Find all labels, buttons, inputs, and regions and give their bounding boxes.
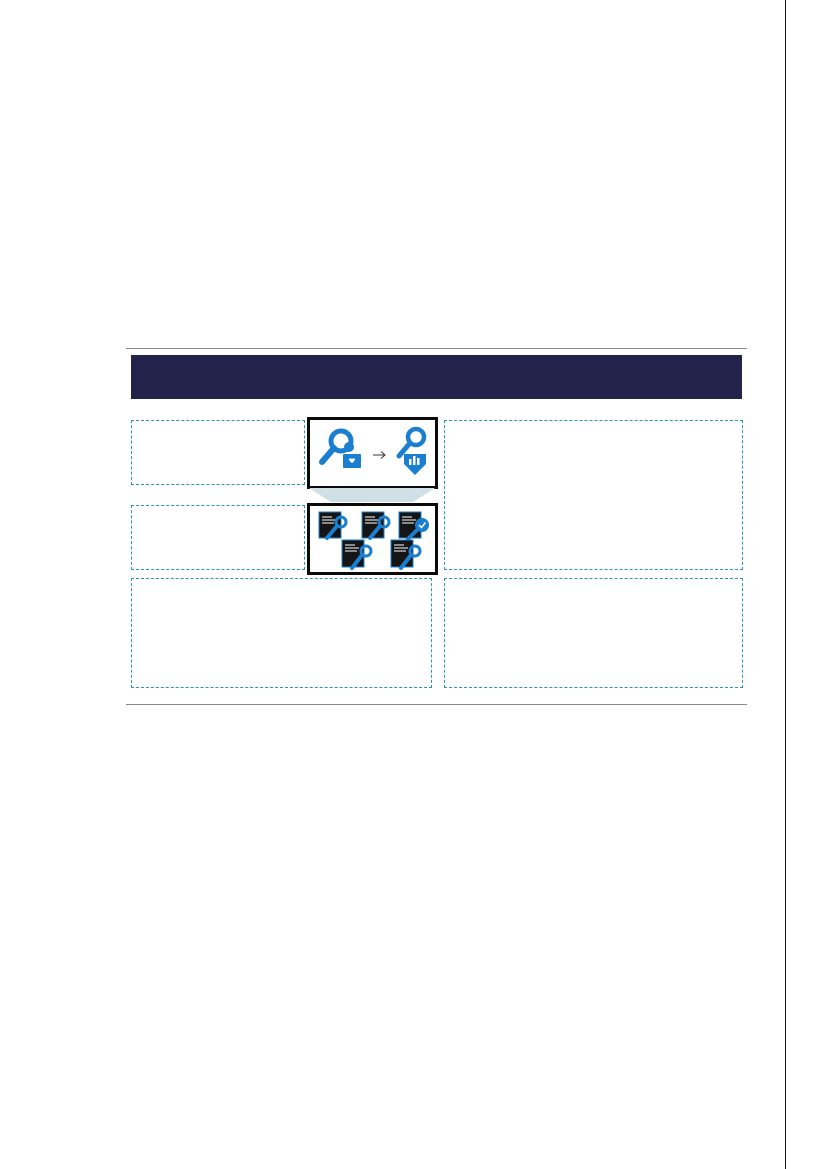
magnifier-person-heart-icon xyxy=(319,428,361,468)
text-box-top-left xyxy=(131,420,305,485)
text-box-mid-left xyxy=(131,505,305,570)
magnifier-location-pin-icon xyxy=(396,426,427,475)
bottom-rule xyxy=(126,704,747,705)
funnel-connector xyxy=(309,488,435,502)
page-edge-line xyxy=(785,0,786,1169)
arrow-right-icon xyxy=(373,451,386,459)
document-key-badge-icon xyxy=(398,511,429,541)
document-key-icon xyxy=(318,511,348,540)
illustration-frame-bottom xyxy=(307,503,438,575)
document-key-icon xyxy=(341,539,373,570)
illustration-frame-top xyxy=(307,417,438,489)
text-box-right-tall xyxy=(444,420,743,570)
text-box-bottom-right xyxy=(444,578,743,688)
document-key-icon xyxy=(361,511,391,540)
section-header xyxy=(131,355,742,399)
top-rule xyxy=(126,348,747,349)
text-box-bottom-left xyxy=(131,578,432,688)
document-key-icon xyxy=(390,539,422,570)
